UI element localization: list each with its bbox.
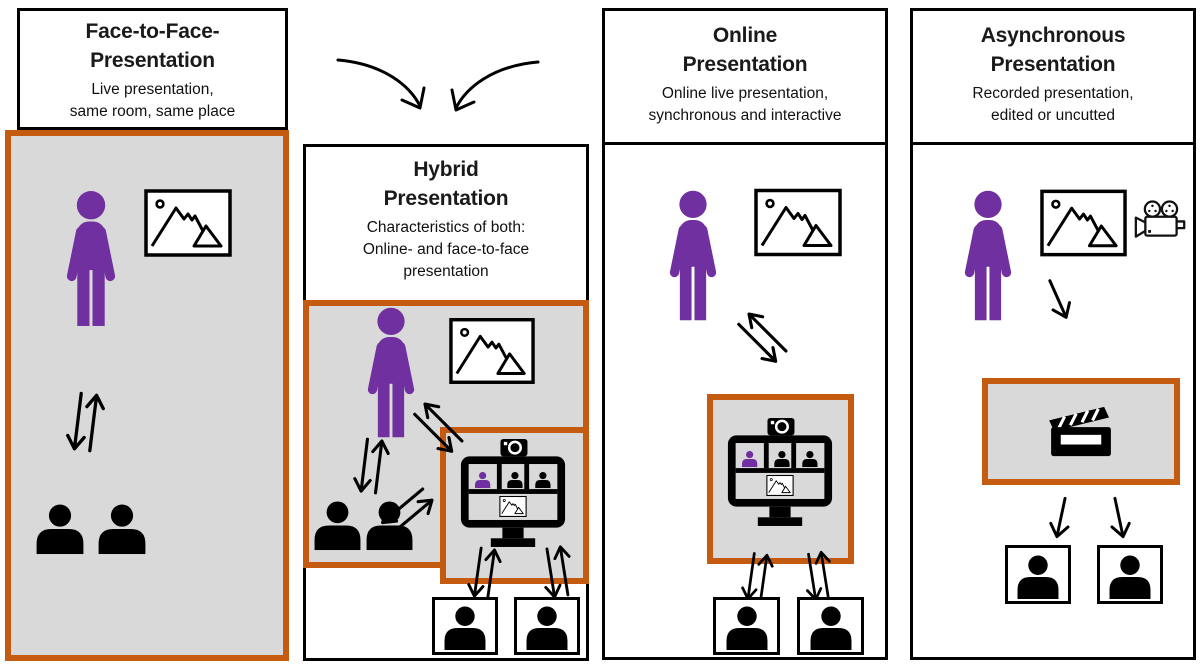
- remote-viewer-frame: [797, 597, 864, 655]
- hybrid-title-line2: Presentation: [383, 186, 509, 210]
- asynchronous-subtitle-line2: edited or uncutted: [990, 106, 1116, 124]
- viewer-bust-icon: [724, 606, 770, 650]
- online-title-line2: Presentation: [682, 52, 808, 76]
- viewer-bust-icon: [524, 606, 570, 650]
- two-way-arrow-icon: [60, 388, 109, 457]
- viewer-bust-icon: [808, 606, 854, 650]
- online-title-line1: Online: [712, 24, 778, 47]
- remote-viewer-frame: [432, 597, 498, 655]
- remote-viewer-frame: [1097, 545, 1163, 604]
- asynchronous-subtitle-line1: Recorded presentation,: [972, 84, 1134, 102]
- face-to-face-title-line1: Face-to-Face-: [85, 20, 220, 43]
- viewer-bust-icon: [1015, 555, 1061, 599]
- online-subtitle-line2: synchronous and interactive: [648, 106, 842, 124]
- audience-bust-icon: [34, 500, 86, 558]
- audience-bust-icon: [96, 500, 148, 558]
- presenter-person-icon: [656, 189, 730, 323]
- presenter-person-icon: [52, 190, 130, 328]
- remote-viewer-frame: [713, 597, 780, 655]
- online-subtitle-line1: Online live presentation,: [661, 84, 829, 102]
- asynchronous-title-line2: Presentation: [990, 52, 1116, 76]
- two-way-arrow-icon: [462, 543, 505, 603]
- curved-merge-arrows-icon: [332, 48, 544, 116]
- slide-picture-icon: [754, 188, 842, 257]
- movie-camera-icon: [1133, 198, 1188, 243]
- two-way-arrow-icon: [347, 434, 394, 498]
- panel-asynchronous-header: Asynchronous Presentation Recorded prese…: [913, 11, 1193, 145]
- hybrid-subtitle-line3: presentation: [403, 262, 489, 280]
- viewer-bust-icon: [442, 606, 488, 650]
- presenter-person-icon: [951, 189, 1025, 323]
- audience-bust-icon: [312, 497, 363, 554]
- hybrid-subtitle-line2: Online- and face-to-face: [362, 240, 530, 258]
- hybrid-subtitle-line1: Characteristics of both:: [366, 218, 526, 236]
- remote-viewer-frame: [514, 597, 580, 655]
- hybrid-title-line1: Hybrid: [413, 158, 479, 181]
- slide-picture-icon: [144, 189, 232, 257]
- panel-face-to-face-header: Face-to-Face- Presentation Live presenta…: [17, 8, 288, 130]
- remote-viewer-frame: [1005, 545, 1071, 604]
- slide-picture-icon: [1040, 189, 1127, 257]
- panel-online-header: Online Presentation Online live presenta…: [605, 11, 885, 145]
- video-call-monitor-icon: [726, 414, 834, 528]
- viewer-bust-icon: [1107, 555, 1153, 599]
- video-call-monitor-icon: [459, 434, 567, 550]
- slide-picture-icon: [449, 317, 535, 385]
- asynchronous-title-line1: Asynchronous: [980, 24, 1126, 47]
- clapperboard-icon: [1047, 404, 1115, 458]
- face-to-face-title-line2: Presentation: [90, 48, 215, 72]
- face-to-face-subtitle-line2: same room, same place: [69, 102, 236, 120]
- face-to-face-subtitle-line1: Live presentation,: [91, 80, 214, 98]
